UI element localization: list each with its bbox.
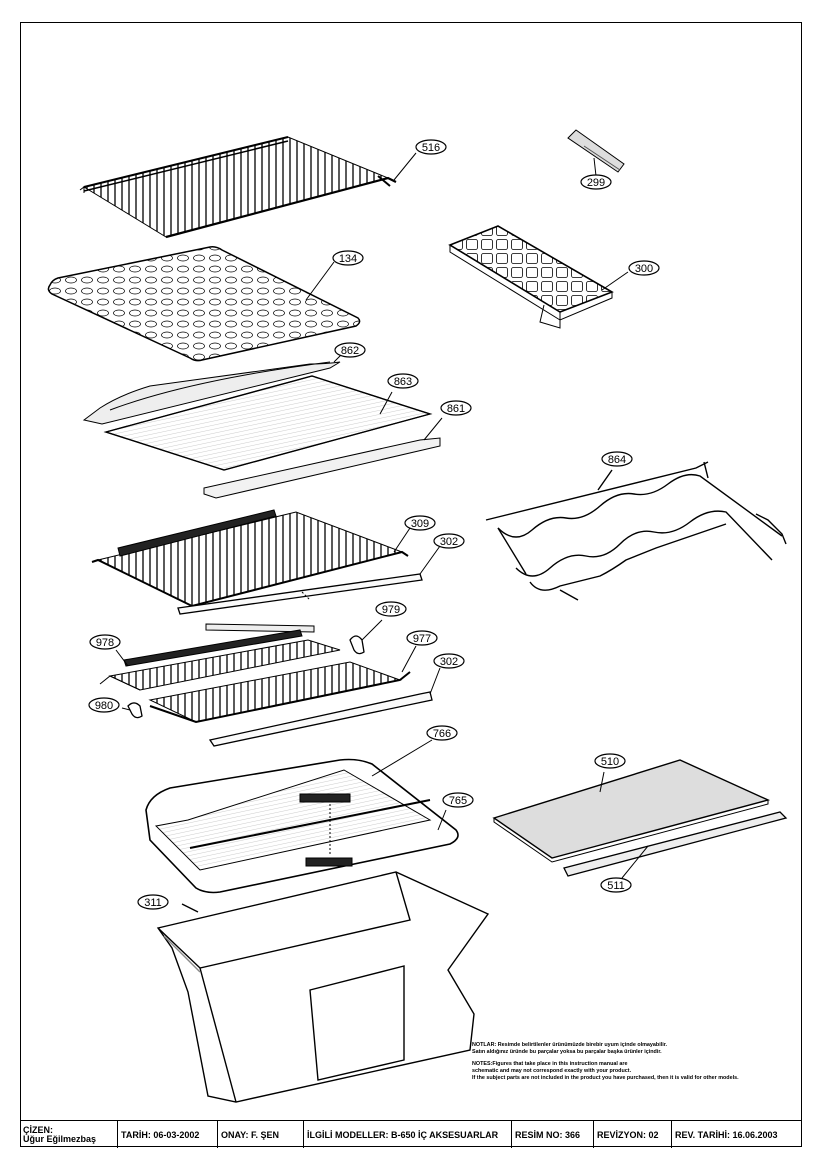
bottle-rack-864 [485, 461, 787, 601]
callout-765: 765 [442, 792, 474, 808]
callout-978: 978 [89, 634, 121, 650]
front-trim-861 [203, 417, 443, 499]
note-en-line: If the subject parts are not included in… [472, 1075, 739, 1081]
part-number: 134 [339, 253, 357, 265]
callout-309: 309 [404, 515, 436, 531]
part-number: 979 [382, 604, 400, 616]
drawing-sheet [20, 22, 802, 1147]
part-number: 511 [607, 880, 625, 892]
crisper-drawer-311 [156, 871, 490, 1103]
callout-311: 311 [137, 894, 169, 910]
wire-shelf-977 [148, 645, 417, 724]
note-en-line: schematic and may not correspond exactly… [472, 1068, 632, 1074]
title-block: ÇİZEN: Uğur Eğilmezbaş TARİH: 06-03-2002… [20, 1120, 802, 1148]
part-number: 978 [96, 637, 114, 649]
drawing-number-cell: RESİM NO: 366 [512, 1121, 594, 1148]
callout-977: 977 [406, 630, 438, 646]
callout-864: 864 [601, 451, 633, 467]
part-number: 510 [601, 756, 619, 768]
callout-134: 134 [332, 250, 364, 266]
callout-766: 766 [426, 725, 458, 741]
perforated-shelf-134 [47, 246, 361, 362]
part-number: 299 [587, 177, 605, 189]
wire-shelf-309 [91, 509, 411, 608]
profile-511 [563, 811, 788, 879]
wire-shelf-978 [99, 629, 341, 691]
approval-cell: ONAY: F. ŞEN [218, 1121, 304, 1148]
revision-cell: REVİZYON: 02 [594, 1121, 672, 1148]
part-number: 300 [635, 263, 653, 275]
callout-861: 861 [440, 400, 472, 416]
callout-863: 863 [387, 373, 419, 389]
part-number: 302 [440, 656, 458, 668]
ice-scoop-299 [567, 129, 625, 177]
callout-979: 979 [375, 601, 407, 617]
note-tr-line: Satın aldığınız üründe bu parçalar yoksa… [472, 1049, 662, 1055]
front-strip-302a [177, 545, 441, 615]
part-number: 862 [341, 345, 359, 357]
callout-300: 300 [628, 260, 660, 276]
part-number: 302 [440, 536, 458, 548]
callout-302b: 302 [433, 653, 465, 669]
callout-302a: 302 [433, 533, 465, 549]
revision-date-cell: REV. TARİHİ: 16.06.2003 [675, 1129, 778, 1140]
date-cell: TARİH: 06-03-2002 [118, 1121, 218, 1148]
callout-862: 862 [334, 342, 366, 358]
note-en-line: NOTES:Figures that take place in this in… [472, 1061, 628, 1067]
note-tr-line: NOTLAR: Resimde belirtilenler ürünümüzde… [472, 1042, 667, 1048]
drawn-by-name: Uğur Eğilmezbaş [23, 1133, 97, 1144]
front-strip-302b [208, 667, 441, 747]
part-number: 863 [394, 376, 412, 388]
glass-shelf-863 [103, 375, 433, 471]
drawn-by-cell: ÇİZEN: Uğur Eğilmezbaş [20, 1121, 118, 1148]
ice-tray-300 [448, 225, 629, 329]
callout-516: 516 [415, 139, 447, 155]
wire-shelf-516 [79, 136, 417, 239]
drawn-by-label: ÇİZEN: [23, 1124, 53, 1135]
part-number: 309 [411, 518, 429, 530]
callout-510: 510 [594, 753, 626, 769]
callout-299: 299 [580, 174, 612, 190]
glass-plate-510 [492, 759, 771, 863]
models-cell: İLGİLİ MODELLER: B-650 İÇ AKSESUARLAR [304, 1121, 512, 1148]
shelf-frame-862 [82, 353, 343, 425]
callout-980: 980 [88, 697, 120, 713]
clip-979 [349, 619, 383, 655]
part-number: 311 [144, 897, 162, 909]
crisper-cover-765 [145, 739, 459, 894]
notes-block: NOTLAR: Resimde belirtilenler ürünümüzde… [472, 1042, 792, 1082]
side-strip [205, 623, 315, 633]
part-number: 765 [449, 795, 467, 807]
clip-980 [121, 702, 143, 719]
part-number: 977 [413, 633, 431, 645]
part-number: 864 [608, 454, 626, 466]
part-number: 766 [433, 728, 451, 740]
part-number: 516 [422, 142, 440, 154]
callout-511: 511 [600, 877, 632, 893]
part-number: 861 [447, 403, 465, 415]
part-number: 980 [95, 700, 113, 712]
